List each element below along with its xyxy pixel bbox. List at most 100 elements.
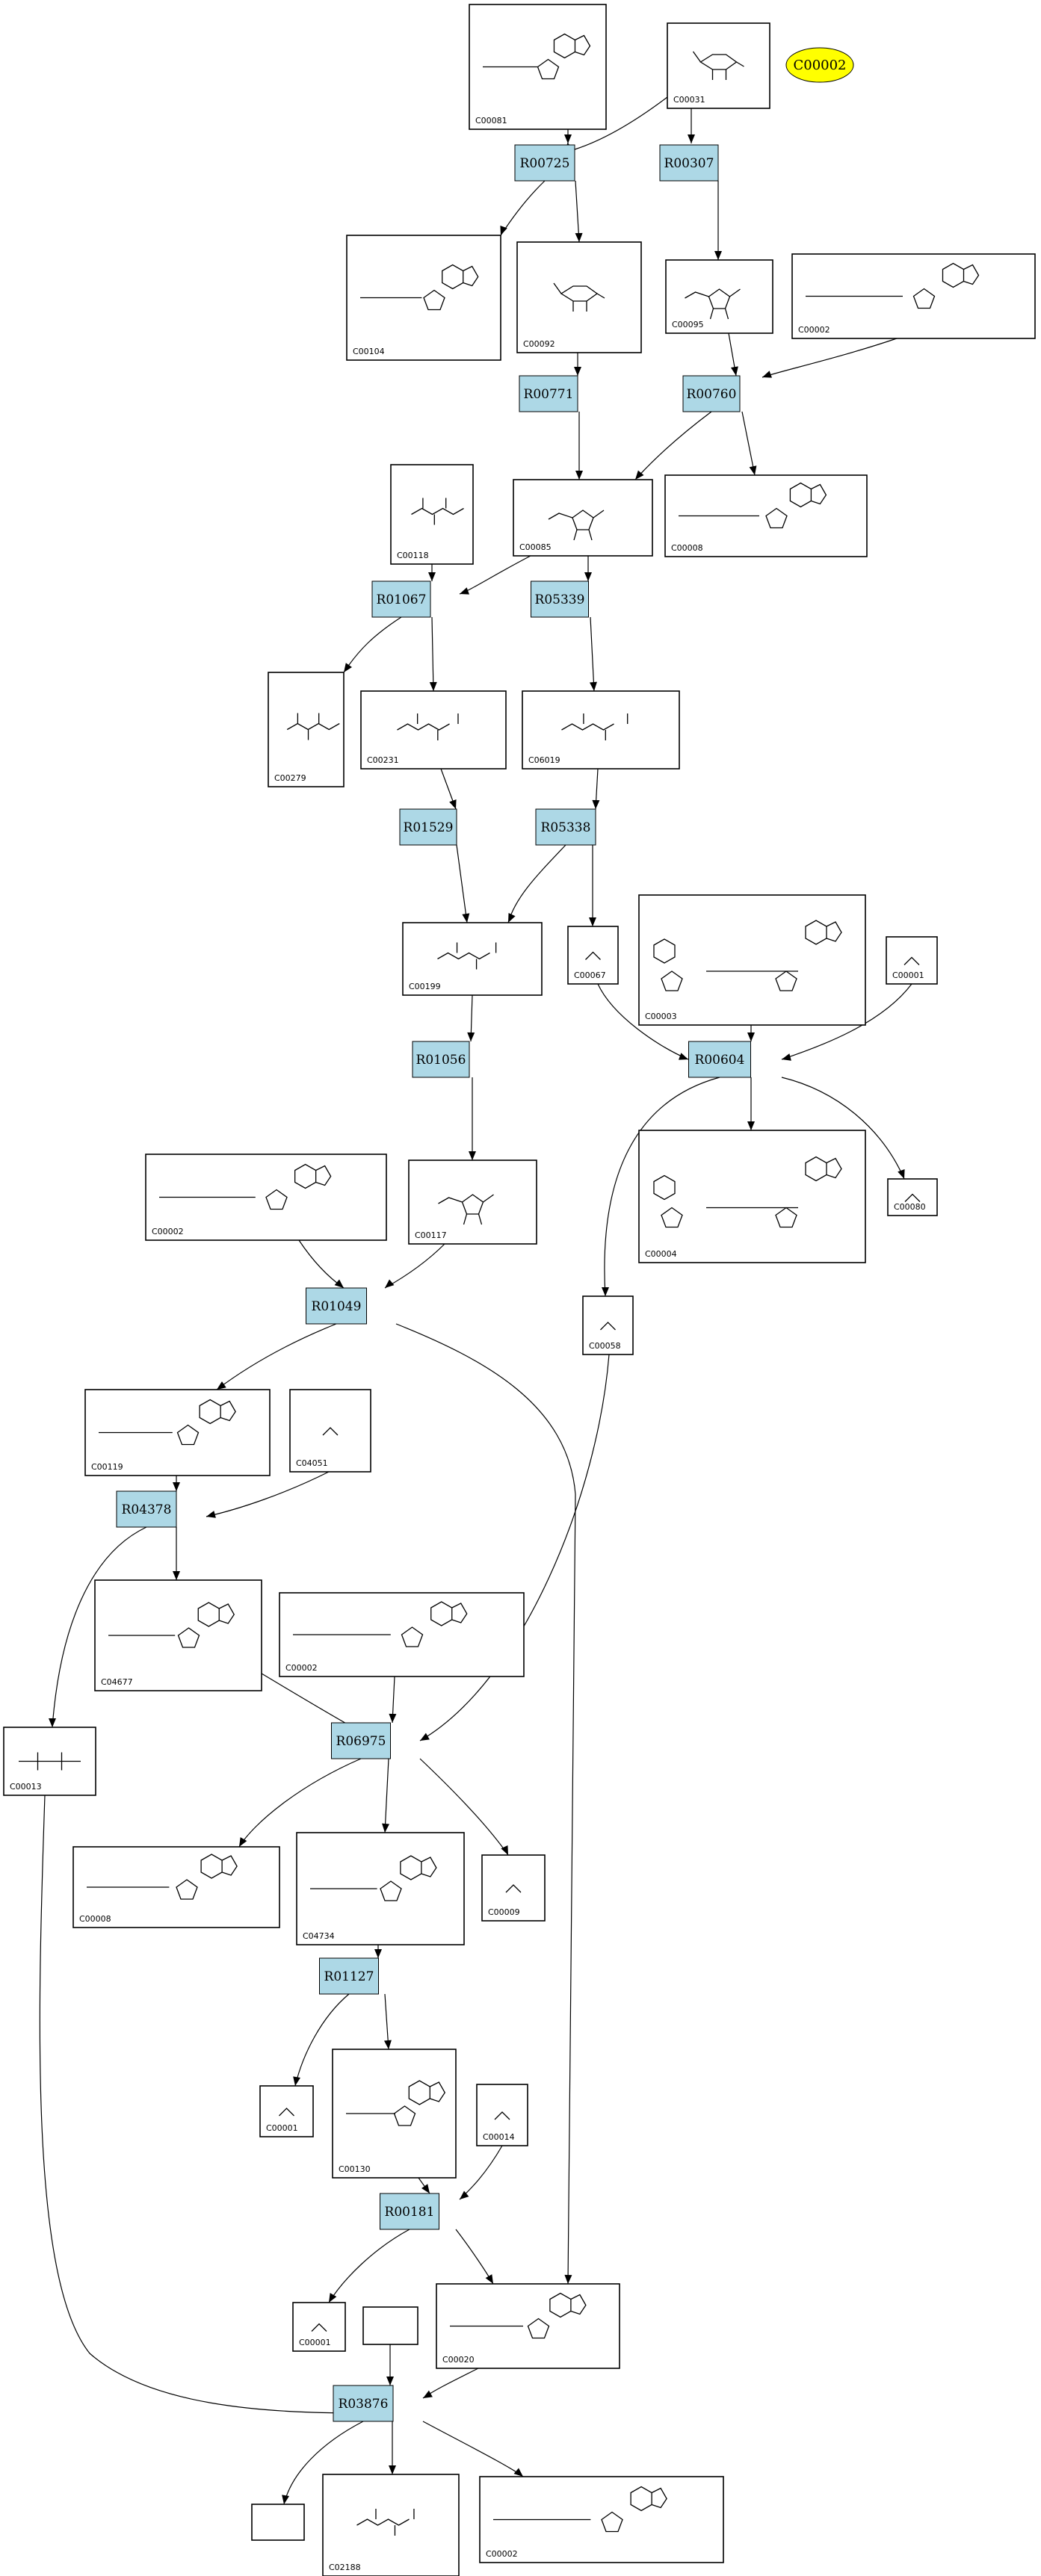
compound-box[interactable]	[513, 479, 653, 557]
highlight-node[interactable]: C00002	[785, 47, 854, 83]
compound-c00009[interactable]: C00009	[481, 1854, 546, 1922]
compound-c00067[interactable]: C00067	[567, 926, 619, 985]
reaction-label: R01529	[404, 820, 454, 835]
blank-compound-box[interactable]	[362, 2306, 418, 2345]
reaction-box[interactable]	[531, 580, 589, 618]
reaction-label: R01056	[416, 1053, 466, 1068]
edge-arrowhead	[564, 134, 572, 143]
compound-box[interactable]	[322, 2474, 460, 2576]
reaction-box[interactable]	[682, 375, 741, 412]
compound-c00001[interactable]: C00001	[886, 936, 938, 985]
reaction-r05339[interactable]: R05339	[531, 580, 589, 618]
reaction-box[interactable]	[412, 1041, 470, 1078]
reaction-box[interactable]	[535, 808, 596, 846]
compound-box[interactable]	[567, 926, 619, 985]
reaction-box[interactable]	[306, 1287, 367, 1325]
compound-c00095[interactable]: C00095	[665, 259, 773, 334]
reaction-box[interactable]	[116, 1490, 177, 1528]
compound-box[interactable]	[667, 22, 770, 109]
reaction-box[interactable]	[331, 1722, 391, 1759]
compound-c00092[interactable]: C00092	[516, 241, 642, 353]
reaction-r01127[interactable]: R01127	[319, 1957, 379, 1995]
compound-c00199[interactable]: C00199	[402, 922, 543, 996]
reaction-r01056[interactable]: R01056	[412, 1041, 470, 1078]
compound-c00013[interactable]: C00013	[3, 1727, 96, 1796]
reaction-r06975[interactable]: R06975	[331, 1722, 391, 1759]
compound-box[interactable]	[582, 1295, 634, 1355]
compound-box[interactable]	[476, 2084, 528, 2146]
compound-box[interactable]	[402, 922, 543, 996]
compound-c00279[interactable]: C00279	[268, 672, 345, 787]
reaction-r00307[interactable]: R00307	[659, 144, 719, 182]
reaction-box[interactable]	[380, 2193, 439, 2230]
compound-box[interactable]	[886, 936, 938, 985]
compound-c00080[interactable]: C00080	[887, 1178, 938, 1216]
edge-arrowhead	[344, 663, 352, 672]
compound-c00001[interactable]: C00001	[259, 2085, 314, 2137]
reaction-box[interactable]	[371, 580, 431, 618]
reaction-box[interactable]	[319, 1957, 379, 1995]
reaction-r03876[interactable]: R03876	[333, 2385, 394, 2422]
compound-c00003[interactable]: C00003	[638, 894, 866, 1026]
compound-c00085[interactable]: C00085	[513, 479, 653, 557]
compound-c00008[interactable]: C00008	[664, 474, 868, 557]
reaction-box[interactable]	[659, 144, 719, 182]
reaction-box[interactable]	[519, 375, 578, 412]
compound-c06019[interactable]: C06019	[522, 690, 680, 770]
compound-c00119[interactable]: C00119	[84, 1389, 271, 1476]
compound-box[interactable]	[522, 690, 680, 770]
structure-drawing	[904, 1193, 921, 1202]
edge-arrowhead	[389, 1713, 397, 1723]
compound-box[interactable]	[289, 1389, 371, 1473]
highlight-ellipse[interactable]	[785, 47, 854, 83]
compound-c04677[interactable]: C04677	[94, 1579, 262, 1691]
compound-c00014[interactable]: C00014	[476, 2084, 528, 2146]
compound-box[interactable]	[259, 2085, 314, 2137]
compound-c00002[interactable]: C00002	[479, 2476, 724, 2563]
reaction-r00771[interactable]: R00771	[519, 375, 578, 412]
reaction-r00181[interactable]: R00181	[380, 2193, 439, 2230]
reaction-box[interactable]	[514, 144, 575, 182]
compound-box[interactable]	[292, 2302, 346, 2352]
compound-c00231[interactable]: C00231	[360, 690, 507, 770]
compound-c00104[interactable]: C00104	[346, 235, 501, 361]
compound-box[interactable]	[887, 1178, 938, 1216]
compound-box[interactable]	[516, 241, 642, 353]
compound-c00001[interactable]: C00001	[292, 2302, 346, 2352]
compound-box[interactable]	[408, 1159, 537, 1245]
compound-c00130[interactable]: C00130	[332, 2049, 457, 2179]
compound-box[interactable]	[638, 894, 866, 1026]
reaction-r01529[interactable]: R01529	[399, 808, 457, 846]
compound-c00008[interactable]: C00008	[72, 1846, 280, 1928]
compound-c00031[interactable]: C00031	[667, 22, 770, 109]
compound-box[interactable]	[360, 690, 507, 770]
compound-c02188[interactable]: C02188	[322, 2474, 460, 2576]
compound-c00117[interactable]: C00117	[408, 1159, 537, 1245]
reaction-r01049[interactable]: R01049	[306, 1287, 367, 1325]
compound-c00002[interactable]: C00002	[279, 1592, 525, 1677]
compound-box[interactable]	[268, 672, 345, 787]
compound-box[interactable]	[638, 1130, 866, 1263]
compound-c00020[interactable]: C00020	[436, 2283, 620, 2369]
reaction-r05338[interactable]: R05338	[535, 808, 596, 846]
compound-c00002[interactable]: C00002	[145, 1154, 387, 1241]
reaction-r04378[interactable]: R04378	[116, 1490, 177, 1528]
compound-c00004[interactable]: C00004	[638, 1130, 866, 1263]
blank-compound-box[interactable]	[251, 2504, 305, 2541]
compound-c00081[interactable]: C00081	[469, 4, 607, 130]
structure-drawing	[346, 2080, 445, 2126]
compound-c00002[interactable]: C00002	[791, 253, 1036, 339]
reaction-box[interactable]	[688, 1041, 751, 1078]
compound-box[interactable]	[665, 259, 773, 334]
reaction-box[interactable]	[333, 2385, 394, 2422]
compound-box[interactable]	[481, 1854, 546, 1922]
reaction-r00725[interactable]: R00725	[514, 144, 575, 182]
compound-c04734[interactable]: C04734	[296, 1832, 465, 1945]
compound-c00058[interactable]: C00058	[582, 1295, 634, 1355]
compound-c00118[interactable]: C00118	[390, 464, 474, 565]
reaction-r00760[interactable]: R00760	[682, 375, 741, 412]
reaction-r00604[interactable]: R00604	[688, 1041, 751, 1078]
compound-c04051[interactable]: C04051	[289, 1389, 371, 1473]
reaction-box[interactable]	[399, 808, 457, 846]
reaction-r01067[interactable]: R01067	[371, 580, 431, 618]
